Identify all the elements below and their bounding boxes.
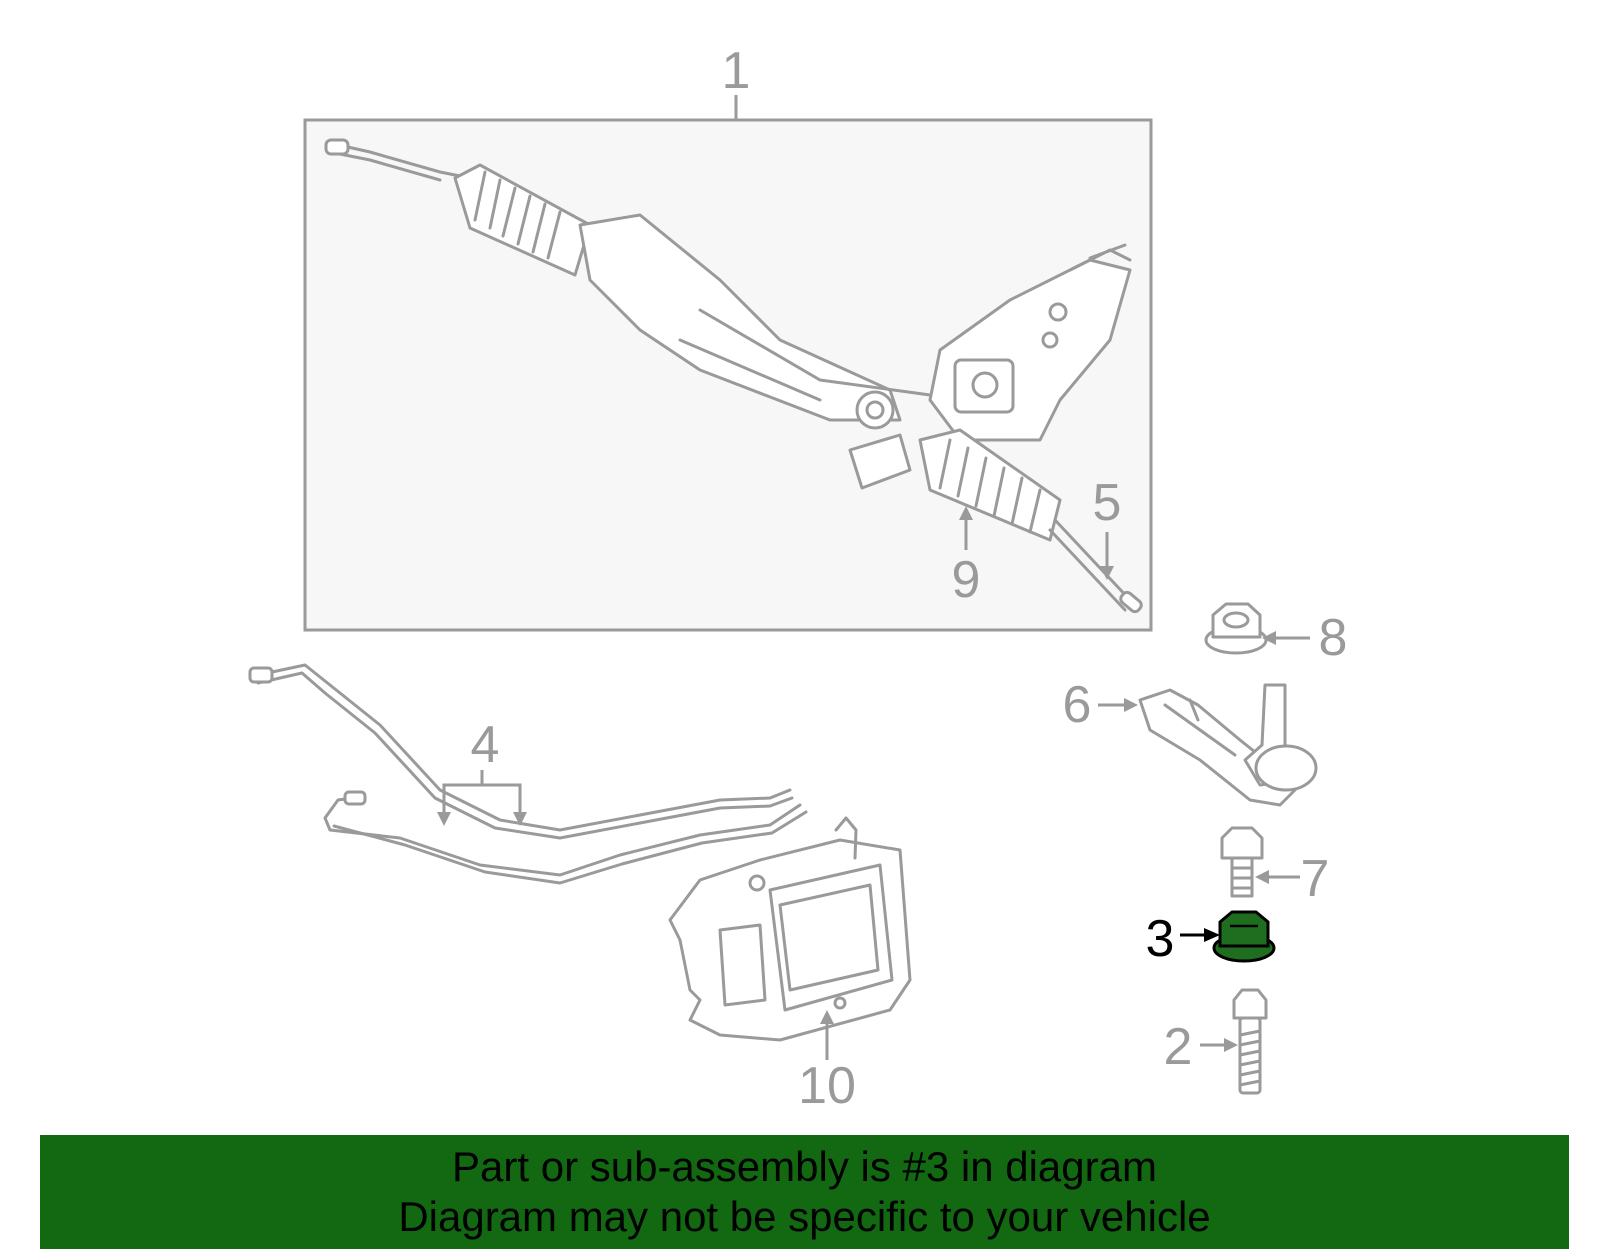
callout-2: 2 <box>1164 1018 1193 1076</box>
callout-5: 5 <box>1093 474 1122 532</box>
bolt-7-drawing <box>1220 826 1264 898</box>
info-banner: Part or sub-assembly is #3 in diagram Di… <box>40 1135 1569 1249</box>
tie-rod-end-drawing <box>1138 683 1318 807</box>
callout-3: 3 <box>1146 910 1175 968</box>
callout-1: 1 <box>722 42 751 100</box>
flange-nut-drawing <box>1204 602 1268 655</box>
highlighted-nut-3-drawing <box>1212 910 1276 963</box>
banner-line-2: Diagram may not be specific to your vehi… <box>398 1193 1211 1240</box>
callout-10: 10 <box>798 1057 856 1115</box>
callout-8: 8 <box>1319 609 1348 667</box>
callout-4: 4 <box>471 716 500 774</box>
bolt-2-drawing <box>1232 988 1268 1095</box>
callout-7: 7 <box>1301 850 1330 908</box>
banner-line-1: Part or sub-assembly is #3 in diagram <box>452 1143 1157 1190</box>
steering-rack-drawing <box>324 138 1143 614</box>
callout-6: 6 <box>1063 676 1092 734</box>
control-module-drawing <box>668 816 912 1042</box>
callout-9: 9 <box>952 551 981 609</box>
parts-diagram: 1 5 9 8 6 4 7 3 2 10 <box>248 42 1348 1115</box>
hydraulic-lines-drawing <box>248 663 808 885</box>
